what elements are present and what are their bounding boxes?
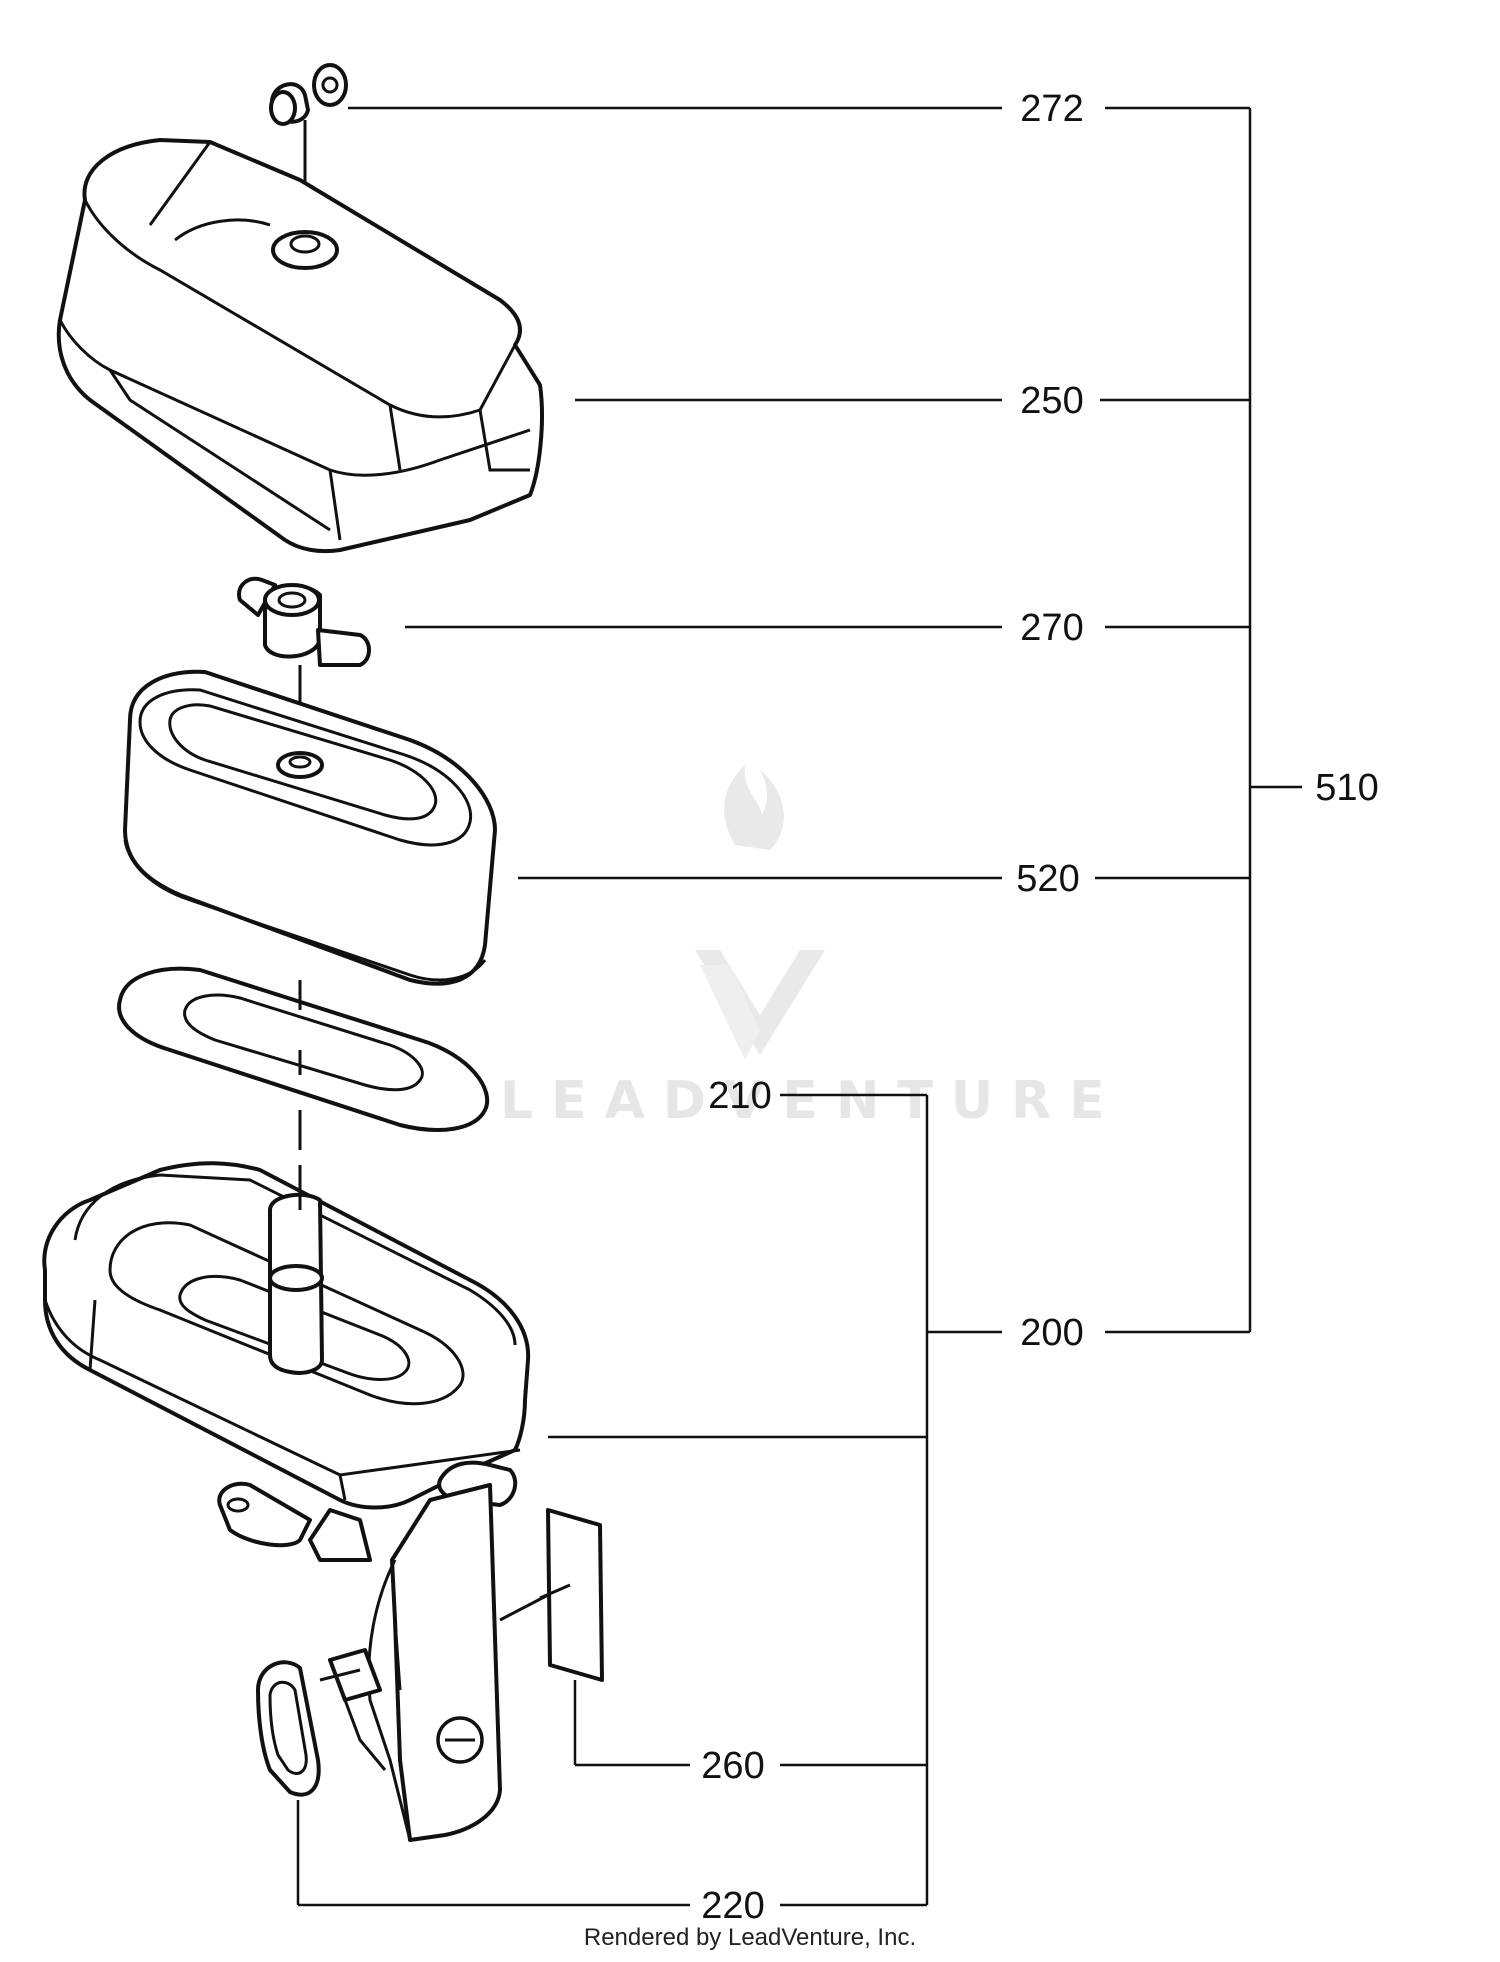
callout-210: 210 <box>708 1075 771 1117</box>
callout-510: 510 <box>1315 767 1378 809</box>
part-220-gasket <box>256 1660 361 1797</box>
callout-272: 272 <box>1020 88 1083 130</box>
part-250-cover <box>56 138 544 554</box>
part-200-base <box>42 1110 531 1842</box>
callout-220: 220 <box>701 1885 764 1927</box>
callout-260: 260 <box>701 1745 764 1787</box>
footer-credit: Rendered by LeadVenture, Inc. <box>584 1924 916 1951</box>
leader-lines <box>296 106 1302 1907</box>
watermark-text: LEADVENTURE <box>500 1071 1123 1131</box>
callout-270: 270 <box>1020 607 1083 649</box>
callout-250: 250 <box>1020 380 1083 422</box>
part-260-decal <box>499 1508 604 1682</box>
watermark-logo-icon <box>695 765 825 1060</box>
callout-labels: 272 250 270 510 520 210 200 260 220 <box>701 88 1378 1927</box>
part-520-filter-element <box>123 669 497 986</box>
callout-200: 200 <box>1020 1312 1083 1354</box>
watermark: LEADVENTURE <box>500 765 1123 1131</box>
callout-520: 520 <box>1016 858 1079 900</box>
part-210-gasket <box>117 966 490 1132</box>
